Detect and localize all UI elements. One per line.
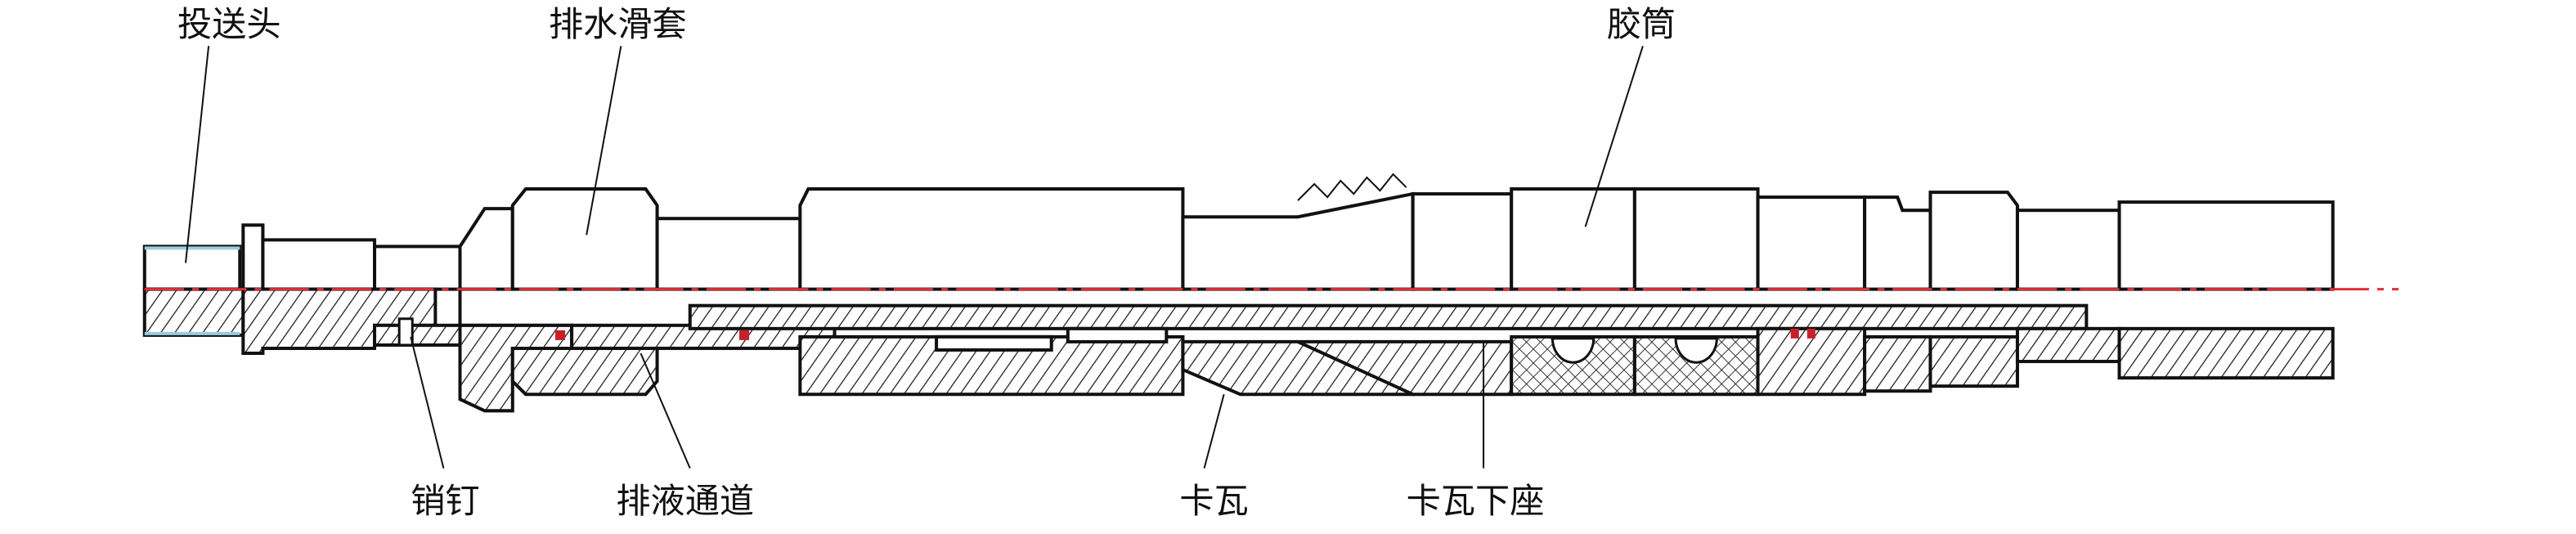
label-drain-sliding-sleeve: 排水滑套 xyxy=(549,4,687,44)
drain-sliding-sleeve-outer xyxy=(510,187,659,291)
label-drain-channel: 排液通道 xyxy=(616,481,754,521)
label-slip: 卡瓦 xyxy=(1179,481,1248,521)
upper-body xyxy=(798,187,1185,291)
label-rubber-cylinder: 胶筒 xyxy=(1607,4,1676,44)
leader-lines xyxy=(185,45,1644,469)
running-head-body xyxy=(142,245,242,291)
lower-section xyxy=(142,287,2335,413)
label-slip-lower-seat: 卡瓦下座 xyxy=(1407,481,1545,521)
label-running-head: 投送头 xyxy=(177,4,281,44)
upper-outline xyxy=(142,173,2335,291)
rubber-cylinder-2 xyxy=(1632,187,1760,291)
seal-ring xyxy=(555,330,566,340)
label-pin: 销钉 xyxy=(411,481,479,521)
pin xyxy=(397,317,414,347)
seal-ring xyxy=(739,330,750,340)
rubber-cylinder-1 xyxy=(1510,187,1636,291)
